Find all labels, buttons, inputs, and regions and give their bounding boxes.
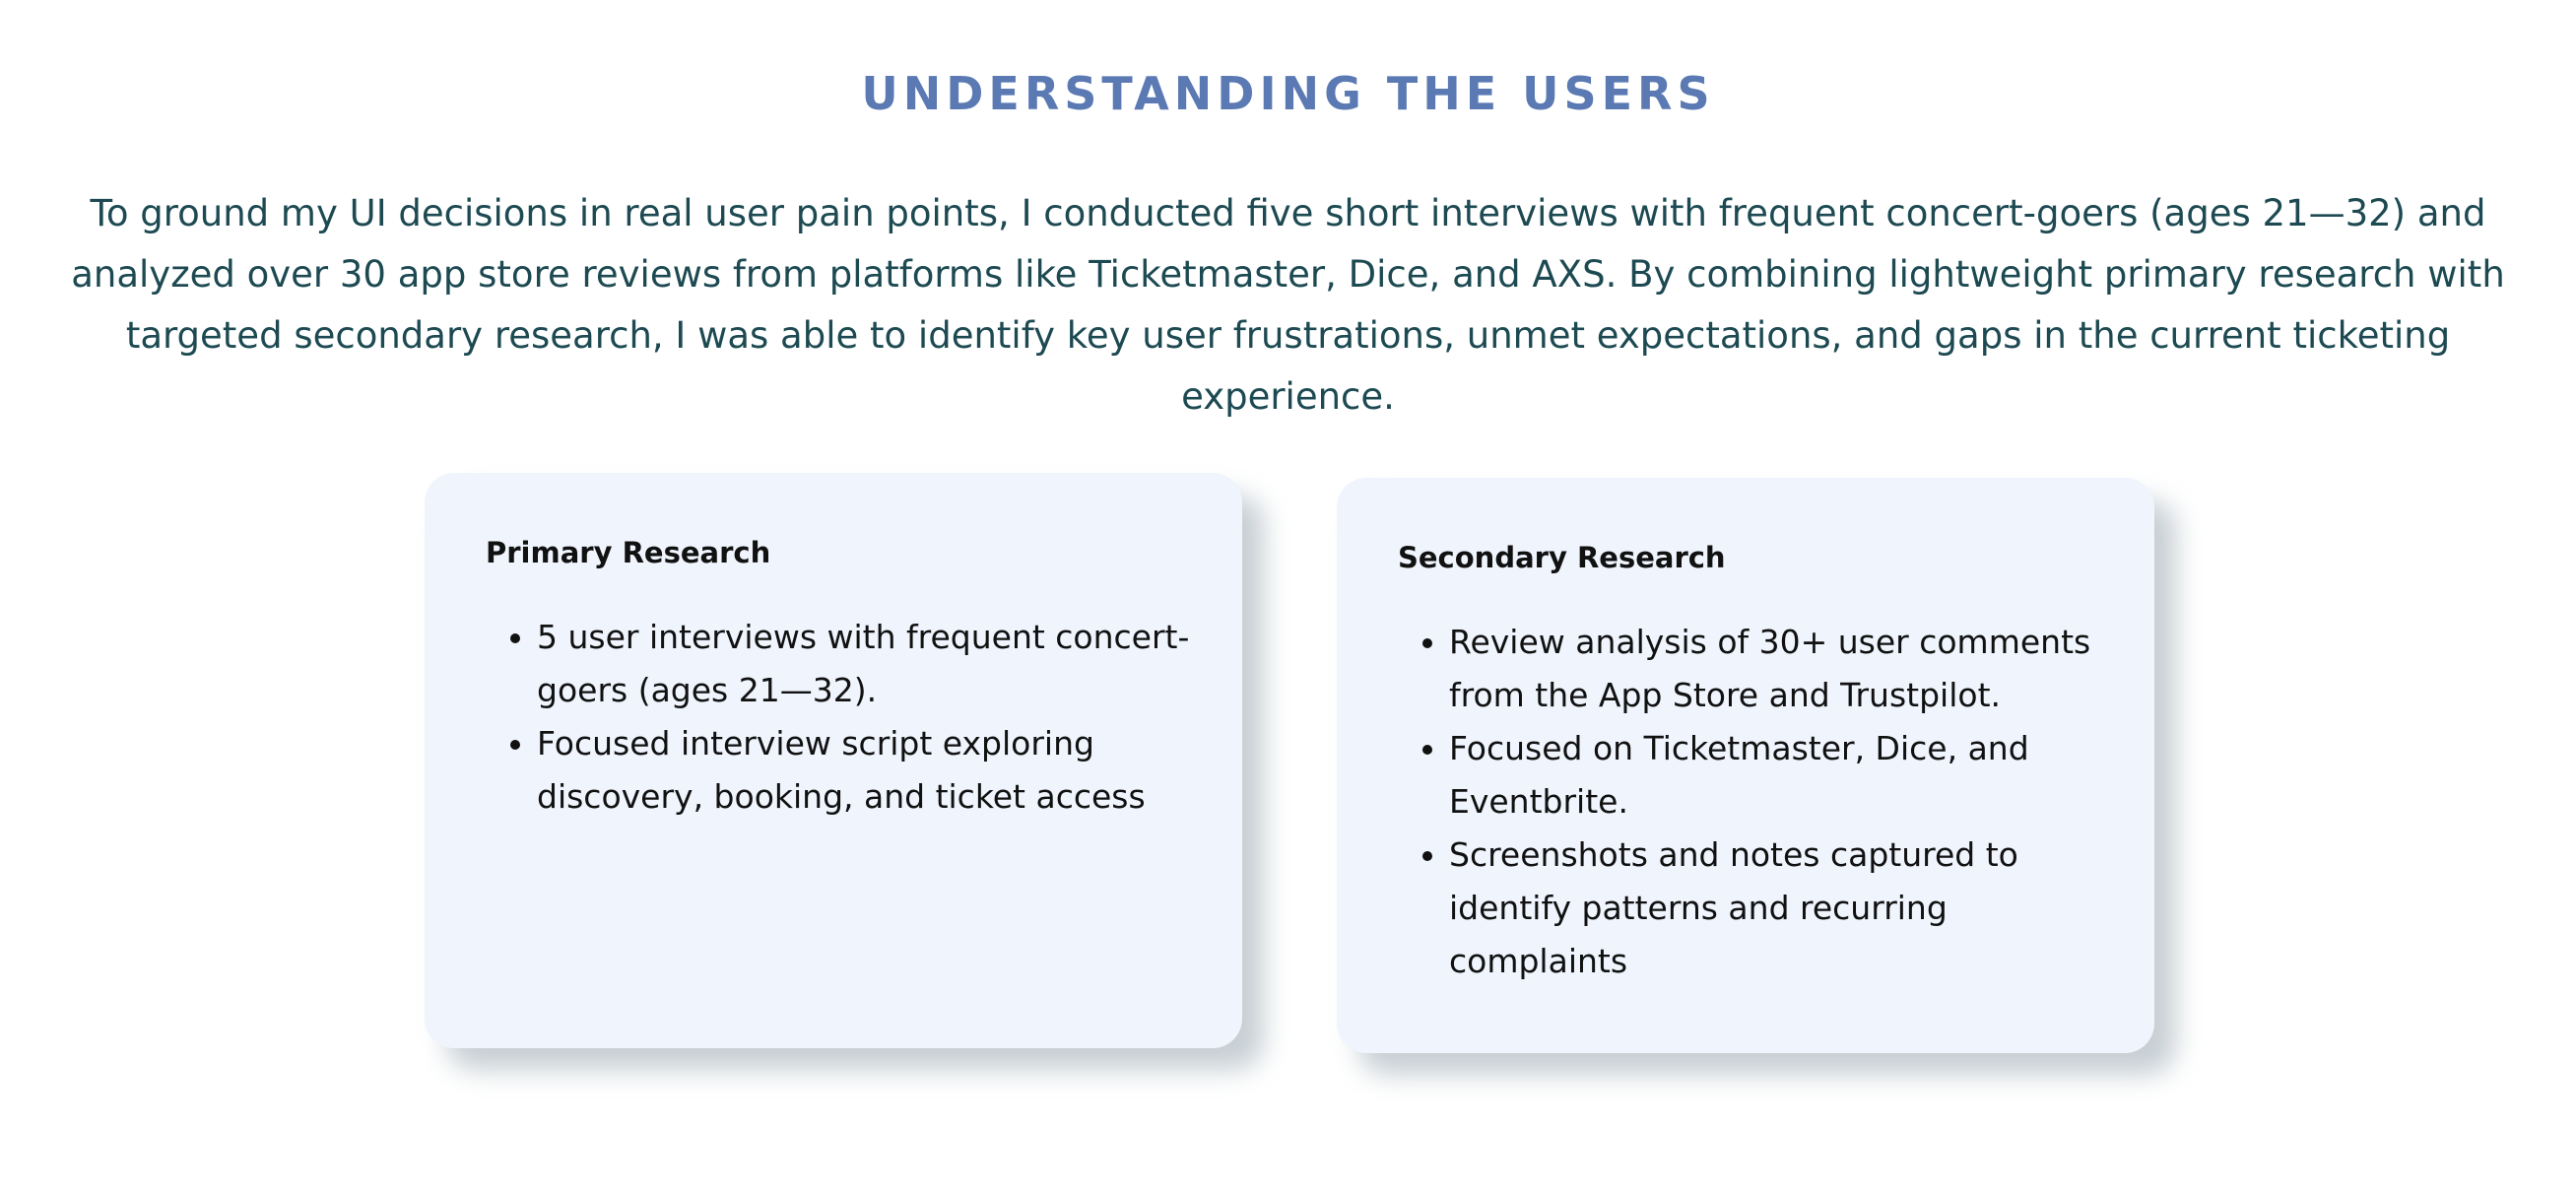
- list-item: 5 user interviews with frequent concert-…: [537, 611, 1195, 717]
- list-item: Focused on Ticketmaster, Dice, and Event…: [1449, 722, 2107, 829]
- list-item: Screenshots and notes captured to identi…: [1449, 829, 2107, 988]
- list-item: Focused interview script exploring disco…: [537, 717, 1195, 824]
- secondary-research-list: Review analysis of 30+ user comments fro…: [1398, 616, 2107, 988]
- primary-research-title: Primary Research: [486, 536, 771, 569]
- intro-paragraph: To ground my UI decisions in real user p…: [71, 192, 2505, 418]
- primary-research-list: 5 user interviews with frequent concert-…: [486, 611, 1195, 824]
- secondary-research-card: Secondary Research Review analysis of 30…: [1337, 478, 2154, 1053]
- section-title: UNDERSTANDING THE USERS: [861, 67, 1715, 120]
- secondary-research-title: Secondary Research: [1398, 541, 1726, 574]
- primary-research-card: Primary Research 5 user interviews with …: [425, 473, 1242, 1048]
- list-item: Review analysis of 30+ user comments fro…: [1449, 616, 2107, 722]
